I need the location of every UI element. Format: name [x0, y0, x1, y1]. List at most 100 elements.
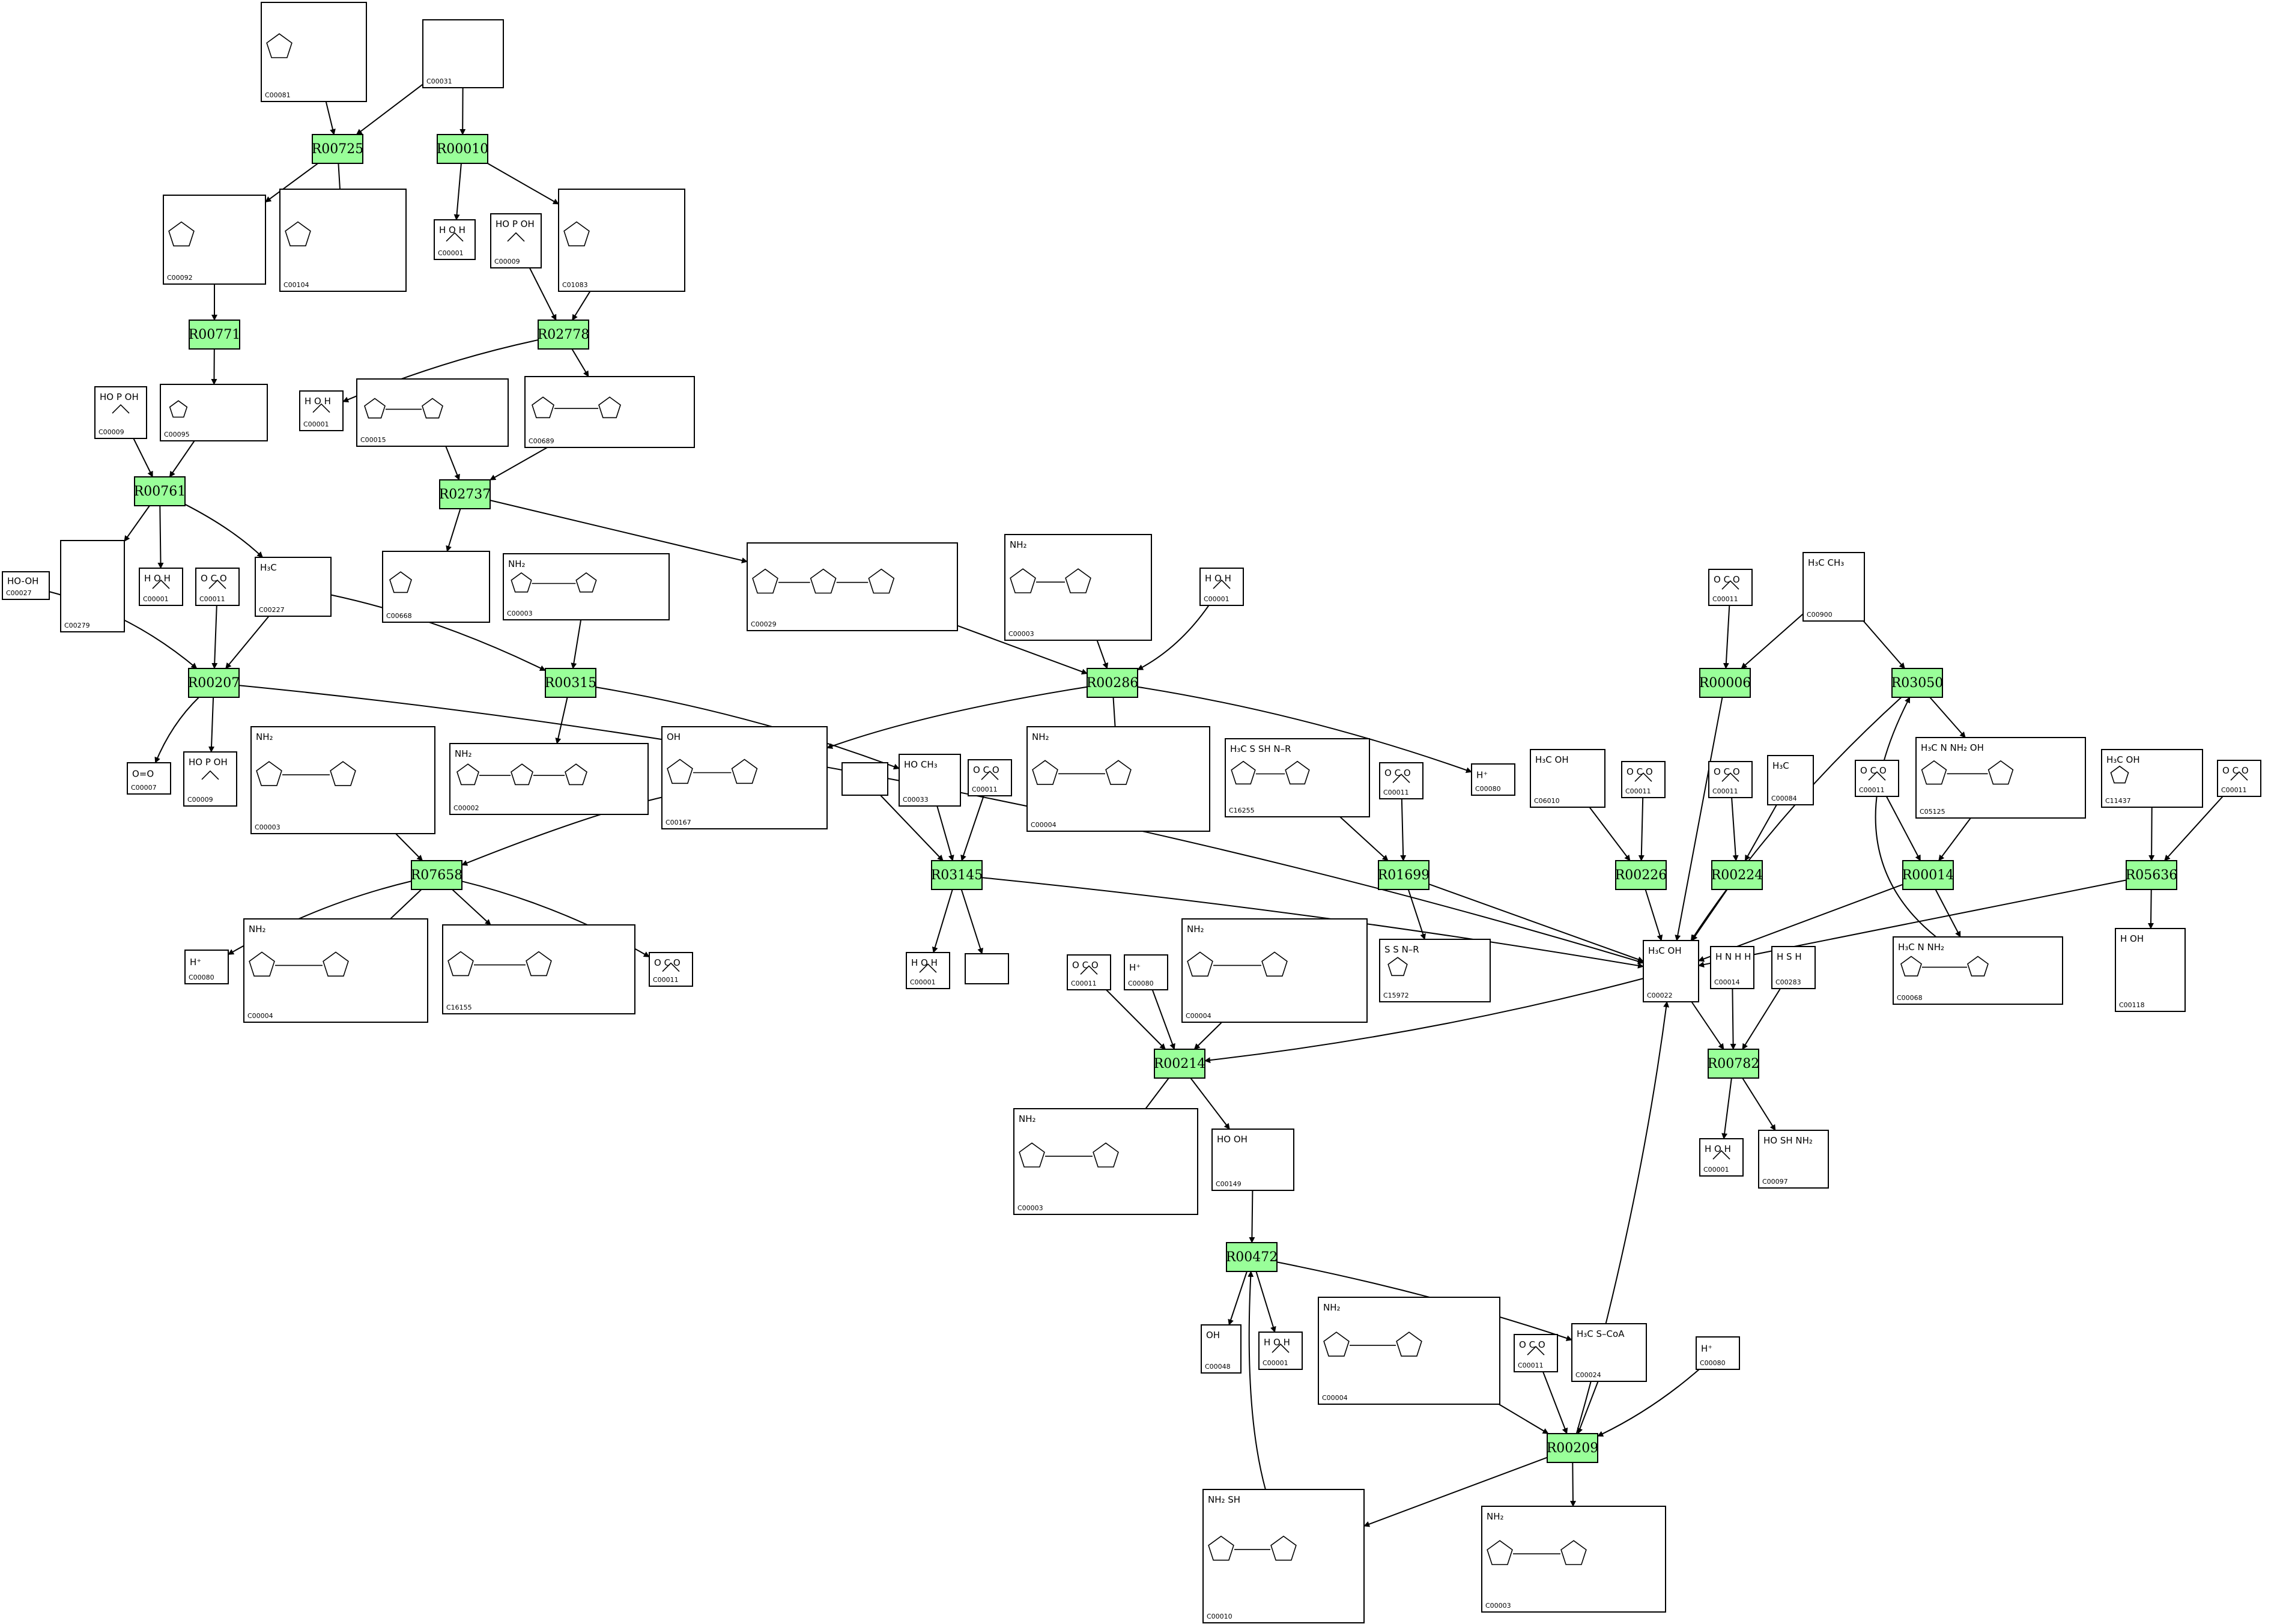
compound-c00080[interactable]: H⁺C00080 [1696, 1336, 1740, 1370]
compound-blank[interactable] [965, 953, 1009, 984]
reaction-r05636[interactable]: R05636 [2126, 860, 2178, 890]
reaction-r00315[interactable]: R00315 [545, 668, 597, 698]
compound-id: C00011 [972, 786, 998, 793]
compound-blank[interactable] [841, 762, 888, 796]
reaction-r00226[interactable]: R00226 [1615, 860, 1667, 890]
compound-c00668[interactable]: C00668 [382, 551, 490, 623]
reaction-r00472[interactable]: R00472 [1226, 1242, 1278, 1272]
reaction-r01699[interactable]: R01699 [1378, 860, 1430, 890]
reaction-r02778[interactable]: R02778 [538, 320, 590, 350]
compound-structure-label: H₃C S–CoA [1577, 1329, 1625, 1339]
reaction-r00224[interactable]: R00224 [1711, 860, 1763, 890]
compound-c00095[interactable]: C00095 [160, 384, 268, 441]
reaction-r00286[interactable]: R00286 [1087, 668, 1139, 698]
reaction-r00761[interactable]: R00761 [134, 476, 186, 506]
compound-c00689[interactable]: C00689 [524, 376, 695, 448]
reaction-r00782[interactable]: R00782 [1708, 1049, 1760, 1079]
compound-c00029[interactable]: C00029 [747, 542, 958, 631]
reaction-r00014[interactable]: R00014 [1902, 860, 1954, 890]
compound-c00081[interactable]: C00081 [261, 2, 367, 102]
compound-id: C00011 [653, 976, 679, 984]
reaction-r03145[interactable]: R03145 [931, 860, 983, 890]
compound-c00104[interactable]: C00104 [279, 189, 407, 292]
reaction-r07658[interactable]: R07658 [411, 860, 463, 890]
reaction-r00725[interactable]: R00725 [312, 134, 364, 164]
edge-c00011j-r00214 [1106, 989, 1166, 1050]
reaction-r00771[interactable]: R00771 [189, 320, 241, 350]
compound-c16155[interactable]: C16155 [442, 924, 635, 1014]
compound-c00279[interactable]: C00279 [60, 540, 125, 632]
reaction-r00207[interactable]: R00207 [188, 668, 240, 698]
compound-c00031[interactable]: C00031 [422, 19, 504, 88]
reaction-r00006[interactable]: R00006 [1699, 668, 1751, 698]
reaction-r02737[interactable]: R02737 [439, 479, 491, 509]
compound-c00015[interactable]: C00015 [356, 378, 509, 447]
compound-c00080[interactable]: H⁺C00080 [1471, 763, 1515, 796]
edge-blank1-r03145 [880, 795, 944, 861]
compound-box [1481, 1506, 1666, 1613]
compound-c01083[interactable]: C01083 [558, 189, 685, 292]
compound-c00080[interactable]: H⁺C00080 [184, 950, 229, 984]
reaction-r03050[interactable]: R03050 [1891, 668, 1944, 698]
reaction-r00010[interactable]: R00010 [437, 134, 489, 164]
compound-box [1621, 761, 1666, 798]
reaction-r00214[interactable]: R00214 [1154, 1049, 1206, 1079]
compound-c00092[interactable]: C00092 [163, 195, 266, 285]
reaction-r00209[interactable]: R00209 [1547, 1433, 1599, 1463]
compound-c00080[interactable]: H⁺C00080 [1124, 954, 1168, 990]
